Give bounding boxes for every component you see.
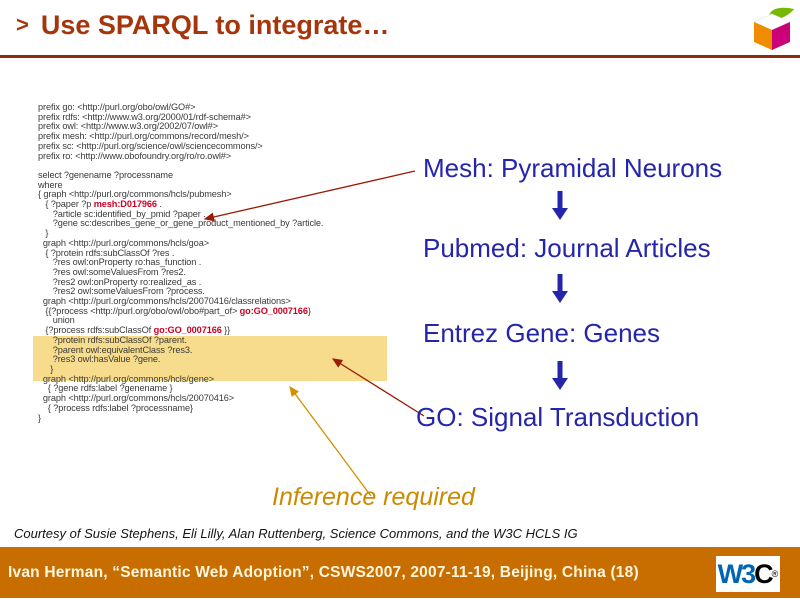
code-token-highlighted: go:GO_0007166 (239, 305, 308, 316)
code-line: { graph <http://purl.org/commons/hcls/pu… (38, 189, 232, 200)
code-line: graph <http://purl.org/commons/hcls/goa> (38, 237, 209, 248)
code-line: { ?gene rdfs:label ?genename } (38, 383, 173, 394)
footer-credit: Ivan Herman, “Semantic Web Adoption”, CS… (8, 563, 639, 581)
code-line: {?process rdfs:subClassOf go:GO_0007166 … (38, 325, 231, 336)
code-line: prefix ro: <http://www.obofoundry.org/ro… (38, 150, 232, 161)
code-line: prefix rdfs: <http://www.w3.org/2000/01/… (38, 111, 251, 122)
code-line: ?protein rdfs:subClassOf ?parent. (38, 334, 187, 345)
code-line: prefix go: <http://purl.org/obo/owl/GO#> (38, 102, 196, 112)
down-arrow-icon (552, 361, 568, 390)
w3c-logo-registered: ® (771, 569, 779, 579)
code-line: graph <http://purl.org/commons/hcls/2007… (38, 393, 235, 404)
code-line: where (38, 179, 63, 190)
code-line: { ?protein rdfs:subClassOf ?res . (38, 247, 175, 258)
code-line: { ?paper ?p mesh:D017966 . (38, 199, 162, 210)
title-bullet: > (16, 12, 29, 37)
code-line: ?res2 owl:onProperty ro:realized_as . (38, 276, 202, 287)
code-token-highlighted: go:GO_0007166 (153, 325, 222, 336)
code-line: graph <http://purl.org/commons/hcls/2007… (38, 296, 291, 307)
code-line: ?parent owl:equivalentClass ?res3. (38, 344, 193, 355)
code-line: } (38, 228, 49, 239)
code-line: } (38, 363, 54, 374)
code-line: ?res3 owl:hasValue ?gene. (38, 354, 161, 365)
semantic-web-cube-icon (753, 7, 794, 50)
title-divider (0, 55, 800, 58)
inference-note: Inference required (272, 483, 475, 511)
code-line: { ?process rdfs:label ?processname} (38, 402, 193, 413)
sparql-code-block: prefix go: <http://purl.org/obo/owl/GO#>… (38, 102, 324, 423)
code-line: prefix sc: <http://purl.org/science/owl/… (38, 140, 263, 151)
down-arrow-icon (552, 274, 568, 303)
flow-label-mesh: Mesh: Pyramidal Neurons (423, 153, 723, 183)
code-line: ?gene sc:describes_gene_or_gene_product_… (38, 218, 324, 229)
code-line: ?res2 owl:someValuesFrom ?process. (38, 286, 205, 297)
code-highlight (33, 336, 387, 381)
slide-title: > Use SPARQL to integrate… (16, 10, 389, 41)
w3c-logo-c: C (754, 558, 773, 589)
flow-label-go: GO: Signal Transduction (416, 402, 700, 432)
code-line: ?res owl:someValuesFrom ?res2. (38, 266, 186, 277)
w3c-logo-w3: W3 (717, 558, 756, 589)
flow-label-pubmed: Pubmed: Journal Articles (423, 233, 711, 263)
code-line: prefix mesh: <http://purl.org/commons/re… (38, 131, 249, 142)
code-line: } (38, 412, 41, 423)
code-line: union (38, 315, 75, 326)
courtesy-line: Courtesy of Susie Stephens, Eli Lilly, A… (14, 526, 578, 541)
down-arrow-icon (552, 191, 568, 220)
flow-label-entrez: Entrez Gene: Genes (423, 318, 661, 348)
code-line: prefix owl: <http://www.w3.org/2002/07/o… (38, 121, 218, 132)
code-line: ?res owl:onProperty ro:has_function . (38, 257, 202, 268)
title-text: Use SPARQL to integrate… (40, 10, 390, 40)
code-line: {{?process <http://purl.org/obo/owl/obo#… (38, 305, 311, 316)
footer-bar: Ivan Herman, “Semantic Web Adoption”, CS… (0, 547, 800, 598)
code-line: select ?genename ?processname (38, 169, 173, 180)
code-token-highlighted: mesh:D017966 (93, 199, 157, 210)
code-line: graph <http://purl.org/commons/hcls/gene… (38, 373, 214, 384)
